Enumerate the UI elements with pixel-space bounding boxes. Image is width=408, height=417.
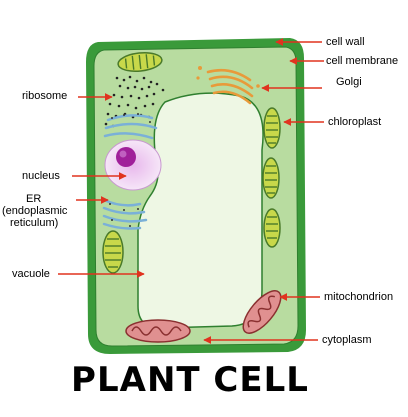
label-chloroplast: chloroplast [328,116,382,128]
label-nucleus: nucleus [22,170,60,182]
label-er: ER [26,193,42,205]
chloroplast-right-upper [263,107,281,149]
golgi-vesicles [196,66,260,88]
label-cytoplasm: cytoplasm [322,334,372,346]
label-er-full-1: (endoplasmic [2,205,68,217]
label-ribosome: ribosome [22,90,68,102]
label-vacuole: vacuole [12,268,50,280]
leader-arrows [58,38,324,344]
mitochondrion-right [242,290,282,334]
er-dots [109,113,151,227]
er-membranes [102,114,158,230]
nucleolus [116,147,136,167]
label-cell-wall: cell wall [326,36,365,48]
label-er-full-2: reticulum) [10,217,59,229]
chloroplast-right-lower [263,208,281,248]
golgi-apparatus [206,68,254,105]
chloroplast-right-mid [262,157,280,199]
mitochondrion-bottom [125,319,191,343]
label-golgi: Golgi [336,76,362,88]
label-mitochondrion: mitochondrion [324,291,394,303]
ribosome-dots [104,75,165,128]
chloroplast-top [117,52,163,72]
nucleolus-highlight [119,150,127,158]
diagram-title: PLANT CELL [71,360,309,400]
nucleus [104,139,162,191]
label-cell-membrane: cell membrane [326,55,399,67]
chloroplast-left [102,230,124,274]
